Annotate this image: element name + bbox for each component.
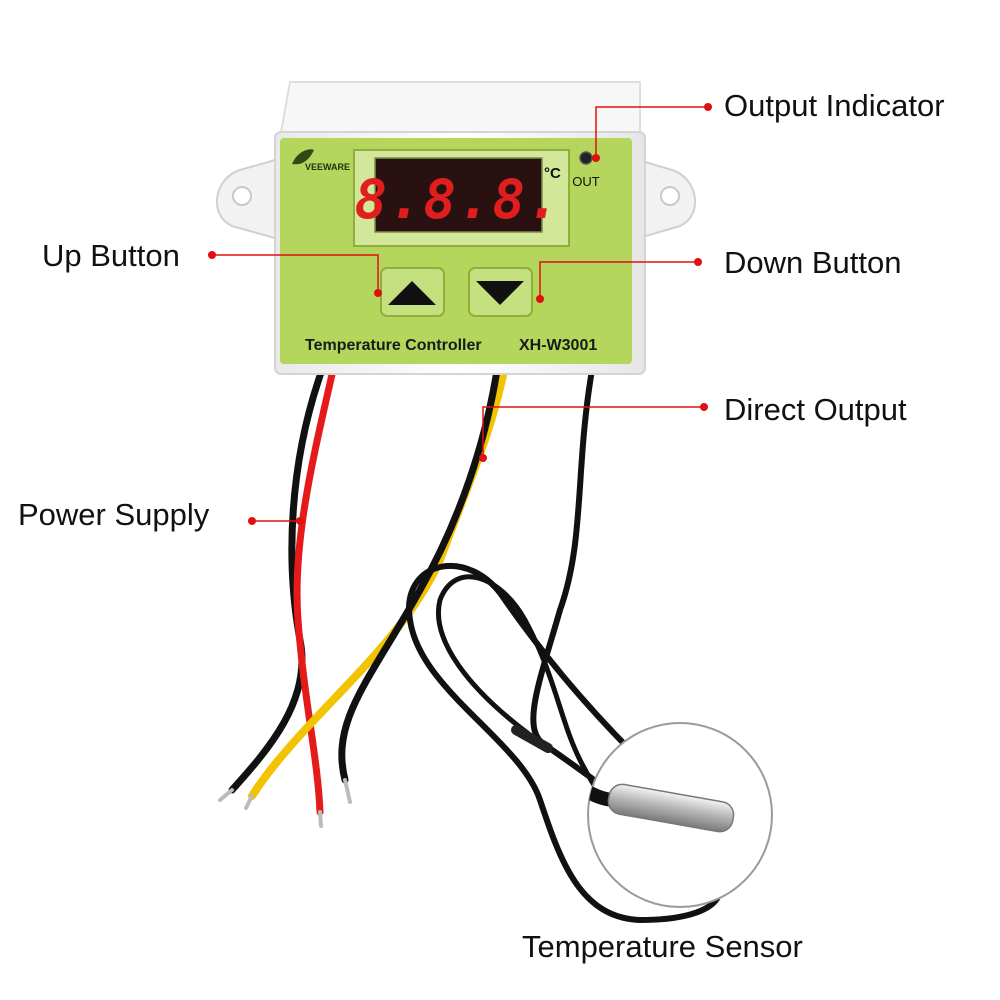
sensor-probe (607, 783, 735, 833)
leader-output-indicator (595, 106, 708, 158)
dot-up-button-target (374, 289, 382, 297)
cable-tie (511, 725, 553, 753)
red-power-wire (293, 366, 337, 816)
black-power-wire-tip (218, 788, 234, 802)
product-name: Temperature Controller (305, 337, 482, 354)
model-number: XH-W3001 (519, 337, 597, 354)
down-arrow-icon (476, 281, 524, 305)
up-arrow-icon (388, 281, 436, 305)
dot-output-indicator-label (704, 103, 712, 111)
yellow-output-wire-tip (244, 794, 254, 810)
dot-down-button-label (694, 258, 702, 266)
display-digits: 8.8.8. (354, 168, 561, 231)
dot-direct-output-target (479, 454, 487, 462)
dot-output-indicator-target (592, 154, 600, 162)
dot-direct-output-label (700, 403, 708, 411)
sensor-cable (406, 367, 723, 924)
out-label: OUT (572, 174, 600, 189)
direct-output-label: Direct Output (724, 392, 907, 427)
sensor-zoom (587, 722, 773, 908)
power-supply-label: Power Supply (18, 497, 210, 532)
unit-label: °C (544, 165, 561, 182)
output-led (579, 151, 593, 165)
dot-up-button-label (208, 251, 216, 259)
output-indicator-label: Output Indicator (724, 88, 945, 123)
leader-direct-output (482, 406, 704, 458)
dot-down-button-target (536, 295, 544, 303)
dot-power-supply-label (248, 517, 256, 525)
down-button-label: Down Button (724, 245, 902, 280)
black-output-wire-tip (343, 778, 352, 804)
up-button[interactable] (380, 267, 445, 317)
down-button[interactable] (468, 267, 533, 317)
temperature-sensor-label: Temperature Sensor (522, 929, 803, 964)
brand-label: VEEWARE (305, 162, 350, 172)
housing-top (278, 81, 641, 139)
red-power-wire-tip (318, 810, 323, 828)
callout-lines (212, 106, 708, 522)
leaf-logo-icon (292, 149, 314, 165)
right-ear-hole (660, 186, 680, 206)
leader-down-button (539, 261, 698, 299)
left-ear-hole (232, 186, 252, 206)
callout-dots (208, 103, 712, 525)
up-button-label: Up Button (42, 238, 180, 273)
display-window (374, 157, 543, 233)
leader-up-button (212, 254, 379, 293)
dot-power-supply-target (296, 517, 304, 525)
